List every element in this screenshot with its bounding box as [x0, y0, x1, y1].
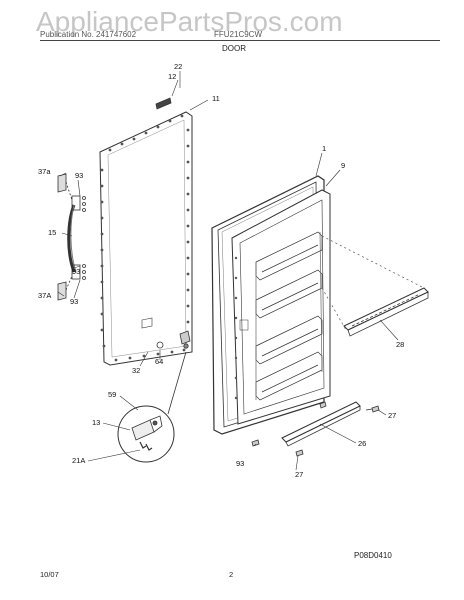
callout-9: 9 — [341, 161, 346, 170]
callout-93-top: 93 — [75, 171, 84, 180]
callout-32: 32 — [132, 366, 141, 375]
watermark: AppliancePartsPros.com — [36, 6, 343, 37]
callout-21A: 21A — [72, 456, 86, 465]
callout-26: 26 — [358, 439, 367, 448]
callout-37a: 37a — [38, 167, 51, 176]
callout-28: 28 — [396, 340, 405, 349]
callout-22: 22 — [174, 62, 183, 71]
outer-door-panel — [99, 97, 193, 366]
hinge-detail — [117, 330, 191, 463]
header-rule — [40, 40, 440, 41]
drawing-code: P08D0410 — [354, 551, 392, 560]
bottom-rail — [281, 401, 361, 447]
callout-1: 1 — [322, 144, 327, 153]
footer-date: 10/07 — [40, 570, 59, 579]
callout-37A: 37A — [38, 291, 52, 300]
callout-93-middle: 93 — [72, 267, 81, 276]
callout-93-bottom: 93 — [236, 459, 245, 468]
inner-door-liner — [231, 189, 331, 425]
callout-27-bottom: 27 — [295, 470, 304, 479]
model-number: FFU21C9CW — [214, 30, 263, 39]
leader-lines — [57, 71, 399, 471]
callout-64: 64 — [155, 357, 164, 366]
callout-12: 12 — [168, 72, 177, 81]
screws — [251, 401, 380, 457]
callout-93-lower: 93 — [70, 297, 79, 306]
publication-number: Publication No. 241747602 — [40, 30, 137, 39]
callout-13: 13 — [92, 418, 101, 427]
callout-11: 11 — [212, 94, 220, 103]
door-handle — [57, 173, 86, 301]
callout-59: 59 — [108, 390, 117, 399]
page-number: 2 — [229, 570, 234, 579]
section-title: DOOR — [222, 44, 246, 53]
shelf-rail — [321, 235, 429, 337]
callout-27-right: 27 — [388, 411, 397, 420]
callout-15: 15 — [48, 228, 57, 237]
